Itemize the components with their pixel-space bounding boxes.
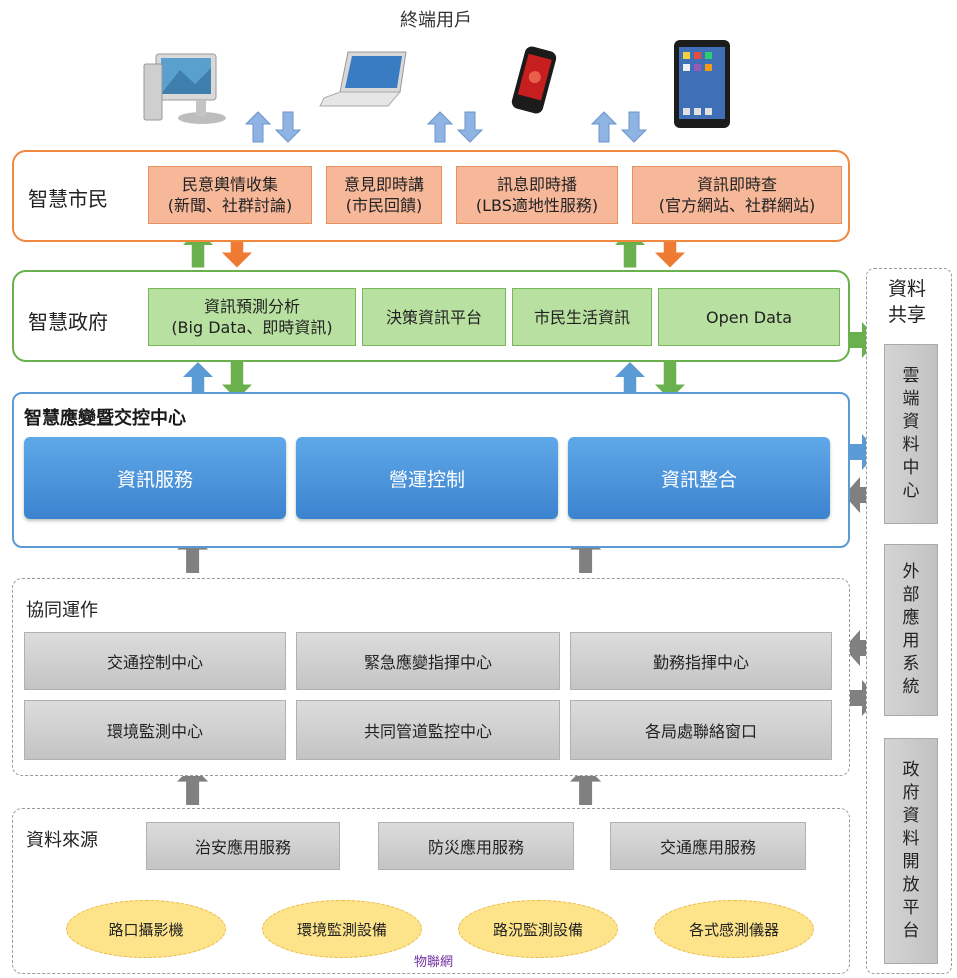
disaster-app-service: 防災應用服務 [378,822,574,870]
gov-open-data-platform-char: 平 [902,898,920,918]
data-sharing-title: 資料 共享 [888,276,926,328]
end-users-label: 終端用戶 [400,10,472,31]
various-sensors: 各式感測儀器 [654,900,814,958]
intersection-camera: 路口攝影機 [66,900,226,958]
smart-gov-title: 智慧政府 [28,310,108,334]
environment-monitoring-center: 環境監測中心 [24,700,286,760]
cloud-data-center-char: 端 [902,389,920,409]
traffic-app-service: 交通應用服務 [610,822,806,870]
tablet-icon [674,40,730,128]
collaboration-title: 協同運作 [26,600,98,621]
gov-open-data-platform-char: 政 [902,760,920,780]
box-line2: (新聞、社群討論) [167,196,293,215]
iot-label: 物聯網 [414,955,454,970]
control-center-title: 智慧應變暨交控中心 [24,408,186,429]
gov-open-data-platform-char: 料 [902,829,920,849]
box-line2: (市民回饋) [345,196,423,215]
gov-open-data-platform: 政府資料開放平台 [884,738,938,964]
cloud-data-center-char: 心 [902,481,920,501]
desktop-computer-icon [143,53,226,124]
gov-box-life-info: 市民生活資訊 [512,288,652,346]
external-app-system-char: 外 [902,562,920,582]
box-line1: 資訊預測分析 [203,297,300,316]
citizen-box-query: 資訊即時查 (官方網站、社群網站) [632,166,842,224]
box-line1: 市民生活資訊 [533,307,630,327]
cloud-data-center-char: 資 [902,412,920,432]
data-sources-title: 資料來源 [26,830,98,851]
security-app-service: 治安應用服務 [146,822,340,870]
box-line1: 意見即時講 [343,175,424,194]
gov-open-data-platform-char: 府 [902,783,920,803]
laptop-icon [319,51,407,107]
cloud-data-center: 雲端資料中心 [884,344,938,524]
utility-tunnel-monitoring-center: 共同管道監控中心 [296,700,560,760]
duty-command-center: 勤務指揮中心 [570,632,832,690]
road-condition-monitoring-device: 路況監測設備 [458,900,618,958]
box-line1: 決策資訊平台 [385,307,482,327]
citizen-box-feedback: 意見即時講 (市民回饋) [326,166,442,224]
citizen-box-broadcast: 訊息即時播 (LBS適地性服務) [456,166,618,224]
external-app-system-char: 系 [902,654,920,674]
gov-open-data-platform-char: 開 [902,852,920,872]
operation-control-block: 營運控制 [296,437,558,519]
box-line1: 資訊即時查 [696,175,777,194]
emergency-command-center: 緊急應變指揮中心 [296,632,560,690]
cloud-data-center-char: 雲 [902,366,920,386]
info-integration-block: 資訊整合 [568,437,830,519]
info-service-block: 資訊服務 [24,437,286,519]
external-app-system-char: 部 [902,585,920,605]
external-app-system: 外部應用系統 [884,544,938,716]
box-line1: 訊息即時播 [496,175,577,194]
smart-citizen-title: 智慧市民 [28,187,108,211]
gov-open-data-platform-char: 台 [902,921,920,941]
gov-open-data-platform-char: 放 [902,875,920,895]
bureau-liaison-window: 各局處聯絡窗口 [570,700,832,760]
external-app-system-char: 用 [902,631,920,651]
data-sharing-title-line2: 共享 [888,304,927,326]
data-sharing-title-line1: 資料 [888,278,927,300]
cloud-data-center-char: 中 [902,458,920,478]
gov-open-data-platform-char: 資 [902,806,920,826]
box-line1: Open Data [705,307,793,327]
gov-box-open-data: Open Data [658,288,840,346]
citizen-box-opinion: 民意輿情收集 (新聞、社群討論) [148,166,312,224]
box-line1: 民意輿情收集 [181,175,278,194]
box-line2: (LBS適地性服務) [475,196,599,215]
environment-monitoring-device: 環境監測設備 [262,900,422,958]
cloud-data-center-char: 料 [902,435,920,455]
box-line2: (官方網站、社群網站) [658,196,816,215]
external-app-system-char: 應 [902,608,920,628]
traffic-control-center: 交通控制中心 [24,632,286,690]
external-app-system-char: 統 [902,677,920,697]
gov-box-decision: 決策資訊平台 [362,288,506,346]
gov-box-prediction: 資訊預測分析 (Big Data、即時資訊) [148,288,356,346]
box-line2: (Big Data、即時資訊) [171,318,333,337]
mobile-phone-icon [511,46,557,114]
